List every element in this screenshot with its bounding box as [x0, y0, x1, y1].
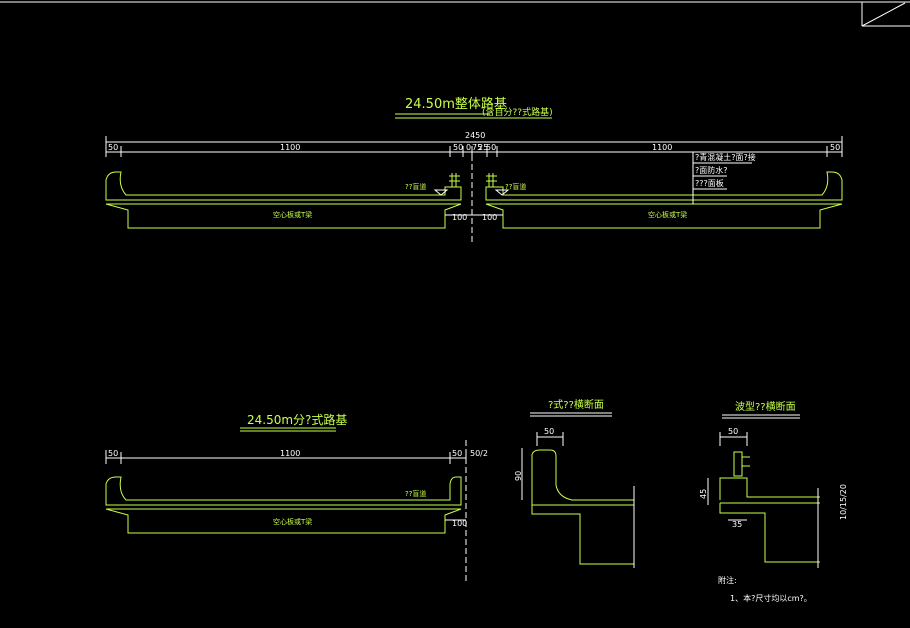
bottom-dim-2: 1100: [280, 449, 300, 458]
detail-b-base: 35: [732, 520, 742, 529]
bottom-section-title: 24.50m分?式路基: [240, 412, 347, 432]
top-left-girder-label: 空心板或T梁: [273, 210, 312, 219]
top-left-gap: 100: [452, 213, 467, 222]
top-dim-r2: 1100: [652, 143, 672, 152]
top-title-alt: (含自分??式路基): [482, 106, 553, 118]
notes: 附注: 1、本?尺寸均以cm?。: [718, 575, 812, 603]
notes-line-1: 1、本?尺寸均以cm?。: [730, 593, 812, 603]
detail-b-height: 45: [699, 489, 708, 499]
detail-b-title: 波型??横断面: [735, 400, 796, 413]
top-right-girder-label: 空心板或T梁: [648, 210, 687, 219]
top-dim-c1: 75: [472, 143, 482, 152]
layer-2: ?面防水?: [695, 165, 728, 175]
top-dim-r1: 50: [486, 143, 496, 152]
bottom-dim-1: 50: [108, 449, 118, 458]
layer-1: ?青混凝土?面?接: [695, 152, 756, 162]
detail-a-title: ?式??横断面: [548, 398, 604, 411]
detail-b-side: 10/15/20: [839, 484, 848, 520]
top-layer-callouts: ?青混凝土?面?接 ?面防水? ???面板: [692, 152, 756, 204]
bottom-title: 24.50m分?式路基: [247, 412, 347, 427]
detail-b-width: 50: [728, 427, 738, 436]
top-dim-l1: 50: [108, 143, 118, 152]
bottom-gap: 100: [452, 519, 467, 528]
top-dim-l4: 0: [466, 143, 471, 152]
top-dim-l3: 50: [453, 143, 463, 152]
top-right-gap: 100: [482, 213, 497, 222]
bottom-dimensions: 50 1100 50 50/2: [105, 449, 488, 464]
bottom-dim-extra: 50/2: [470, 449, 488, 458]
viewport-border: [0, 1, 910, 27]
bottom-dim-3: 50: [452, 449, 462, 458]
top-dim-r3: 50: [830, 143, 840, 152]
top-dim-l2: 1100: [280, 143, 300, 152]
top-left-deck-label: ??盲道: [405, 182, 426, 191]
notes-heading: 附注:: [718, 575, 737, 585]
layer-3: ???面板: [695, 178, 724, 188]
bottom-girder-label: 空心板或T梁: [273, 517, 312, 526]
top-title: 24.50m整体路基: [405, 96, 507, 112]
detail-a-width: 50: [544, 427, 554, 436]
bottom-deck-label: ??盲道: [405, 489, 426, 498]
detail-b: 波型??横断面 50 45 35 10/15/20: [699, 400, 848, 568]
top-left-deck: ??盲道 空心板或T梁 100: [105, 171, 472, 229]
top-dim-c2: 25: [478, 143, 488, 152]
bottom-deck: ??盲道 空心板或T梁 100: [105, 476, 467, 534]
top-right-deck: ??盲道 空心板或T梁 100: [472, 171, 843, 229]
top-right-deck-label: ??盲道: [505, 182, 526, 191]
top-section-title: 24.50m整体路基 (含自分??式路基): [395, 96, 553, 119]
top-dimensions: 2450 50 1100 50 0 75 25 50 1100 50: [105, 131, 843, 157]
detail-a-height: 90: [514, 471, 523, 481]
detail-a: ?式??横断面 50 90: [514, 398, 635, 568]
top-total-dim: 2450: [465, 131, 485, 140]
